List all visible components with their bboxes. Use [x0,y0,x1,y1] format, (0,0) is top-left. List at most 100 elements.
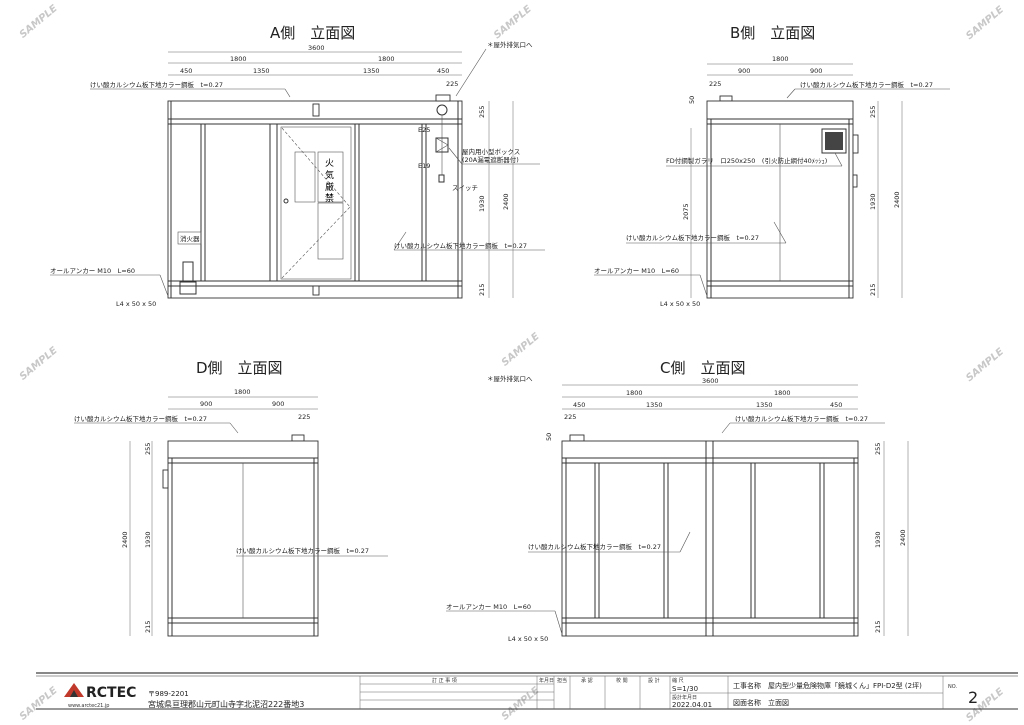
dim-text: 1350 [253,67,270,75]
note-anchor: オールアンカー M10 L=60 [446,603,531,611]
dim-text: 1350 [646,401,663,409]
watermark: SAMPLE [500,685,542,723]
dim-text: 450 [180,67,192,75]
dim-text: 2400 [121,531,129,548]
dim-text: 900 [738,67,750,75]
scale-label: 縮 尺 [672,677,684,684]
dim-text: 3600 [702,377,719,385]
note-anchor: オールアンカー M10 L=60 [50,267,135,275]
note-angle: L4 x 50 x 50 [116,300,156,308]
sign-char: 火 [325,158,334,169]
watermark: SAMPLE [964,346,1006,384]
col-date: 年月日 [539,677,554,684]
dim-text: 225 [564,413,576,421]
dim-text: 225 [446,80,458,88]
dim-text: 225 [709,80,721,88]
dim-text: 215 [144,621,152,633]
dim-text: 1930 [874,531,882,548]
note-exhaust: ＊屋外排気口へ [487,40,533,49]
dim-text: 215 [874,621,882,633]
sheet-number: 2 [968,688,978,707]
col-charge: 担当 [557,677,567,684]
dim-text: 2075 [682,203,690,220]
dim-text: 255 [869,106,877,118]
note-panel: けい酸カルシウム板下地カラー鋼板 t=0.27 [800,80,933,89]
logo-text: RCTEC [86,685,136,701]
dim-text: 255 [874,443,882,455]
note-panel: けい酸カルシウム板下地カラー鋼板 t=0.27 [394,241,527,250]
switch [438,174,445,183]
title-block: RCTEC www.arctec21.jp 〒989-2201 宮城県亘理郡山元… [36,672,1018,710]
note-anchor: オールアンカー M10 L=60 [594,267,679,275]
elevation-d-title: D側 立面図 [196,359,283,377]
sign-char: 厳 [325,181,334,193]
dim-text: 450 [830,401,842,409]
project-name: 工事名称 屋内型少量危険物庫「鏡城くん」FPI-D2型 (2坪) [733,681,922,690]
dim-text: 1800 [230,55,247,63]
watermark: SAMPLE [18,3,60,41]
dim-text: 900 [810,67,822,75]
dim-text: 1800 [234,388,251,396]
dim-text: 1350 [756,401,773,409]
note-panel: けい酸カルシウム板下地カラー鋼板 t=0.27 [626,233,759,242]
dim-text: 2400 [502,193,510,210]
dim-text: 50 [545,433,553,441]
note-box: 屋内用小型ボックス [462,147,520,156]
sign-char: 禁 [325,193,334,204]
dim-text: 450 [437,67,449,75]
door [280,126,352,280]
note-panel: けい酸カルシウム板下地カラー鋼板 t=0.27 [236,546,369,555]
watermark: SAMPLE [492,4,534,42]
dim-text: 2400 [899,529,907,546]
dim-text: 50 [688,96,696,104]
dim-text: 215 [478,284,486,296]
design-date-label: 設計年月日 [672,694,697,701]
note-switch: スイッチ [452,184,478,192]
watermark: SAMPLE [18,345,60,383]
col-approve: 承 認 [581,677,593,684]
postal-code: 〒989-2201 [148,690,189,698]
elevation-c-title: C側 立面図 [660,359,745,377]
louver-grille-icon [825,132,843,150]
sheet-no-label: NO. [948,684,957,690]
elevation-d: D側 立面図 1800 900 900 225 けい酸カルシウム板下地カラー鋼板… [74,359,388,637]
dim-text: 1350 [363,67,380,75]
col-check: 校 閲 [616,677,628,684]
note-angle: L4 x 50 x 50 [660,300,700,308]
address: 宮城県亘理郡山元町山寺字北泥沼222番地3 [148,699,304,709]
dim-text: 450 [573,401,585,409]
col-design: 設 計 [648,677,660,684]
note-exhaust: ＊屋外排気口へ [487,374,533,383]
dim-text: 255 [144,443,152,455]
scale: S=1/30 [672,685,698,693]
drawing-name: 図面名称 立面図 [733,698,789,707]
door-handle [283,198,289,204]
dim-text: 1800 [774,389,791,397]
dim-text: 225 [298,413,310,421]
dim-text: 1800 [378,55,395,63]
note-panel: けい酸カルシウム板下地カラー鋼板 t=0.27 [90,80,223,89]
elevation-b: B側 立面図 1800 900 900 225 50 けい酸カルシウム板下地カラ… [594,24,950,308]
dim-text: 3600 [308,44,325,52]
revision-header: 訂 正 事 項 [432,677,457,684]
elevation-a-title: A側 立面図 [270,24,355,42]
sign-char: 気 [325,169,334,181]
dim-text: 1930 [144,531,152,548]
dim-text: 1930 [869,193,877,210]
note-e25: E25 [418,126,430,134]
note-box-2: (20A漏電遮断器付) [462,155,519,164]
watermark: SAMPLE [964,4,1006,42]
note-e19: E19 [418,162,430,170]
elevation-a: A側 立面図 3600 1800 1800 450 1350 1350 450 … [50,24,545,308]
elevation-b-title: B側 立面図 [730,24,815,42]
sign-fire-prohibited [317,151,344,203]
dim-text: 1800 [772,55,789,63]
website: www.arctec21.jp [68,703,109,709]
extinguisher-label: 消火器 [180,234,200,243]
dim-text: 215 [869,284,877,296]
watermark: SAMPLE [500,331,542,369]
dim-text: 255 [478,106,486,118]
note-panel: けい酸カルシウム板下地カラー鋼板 t=0.27 [74,414,207,423]
dim-text: 2400 [893,191,901,208]
